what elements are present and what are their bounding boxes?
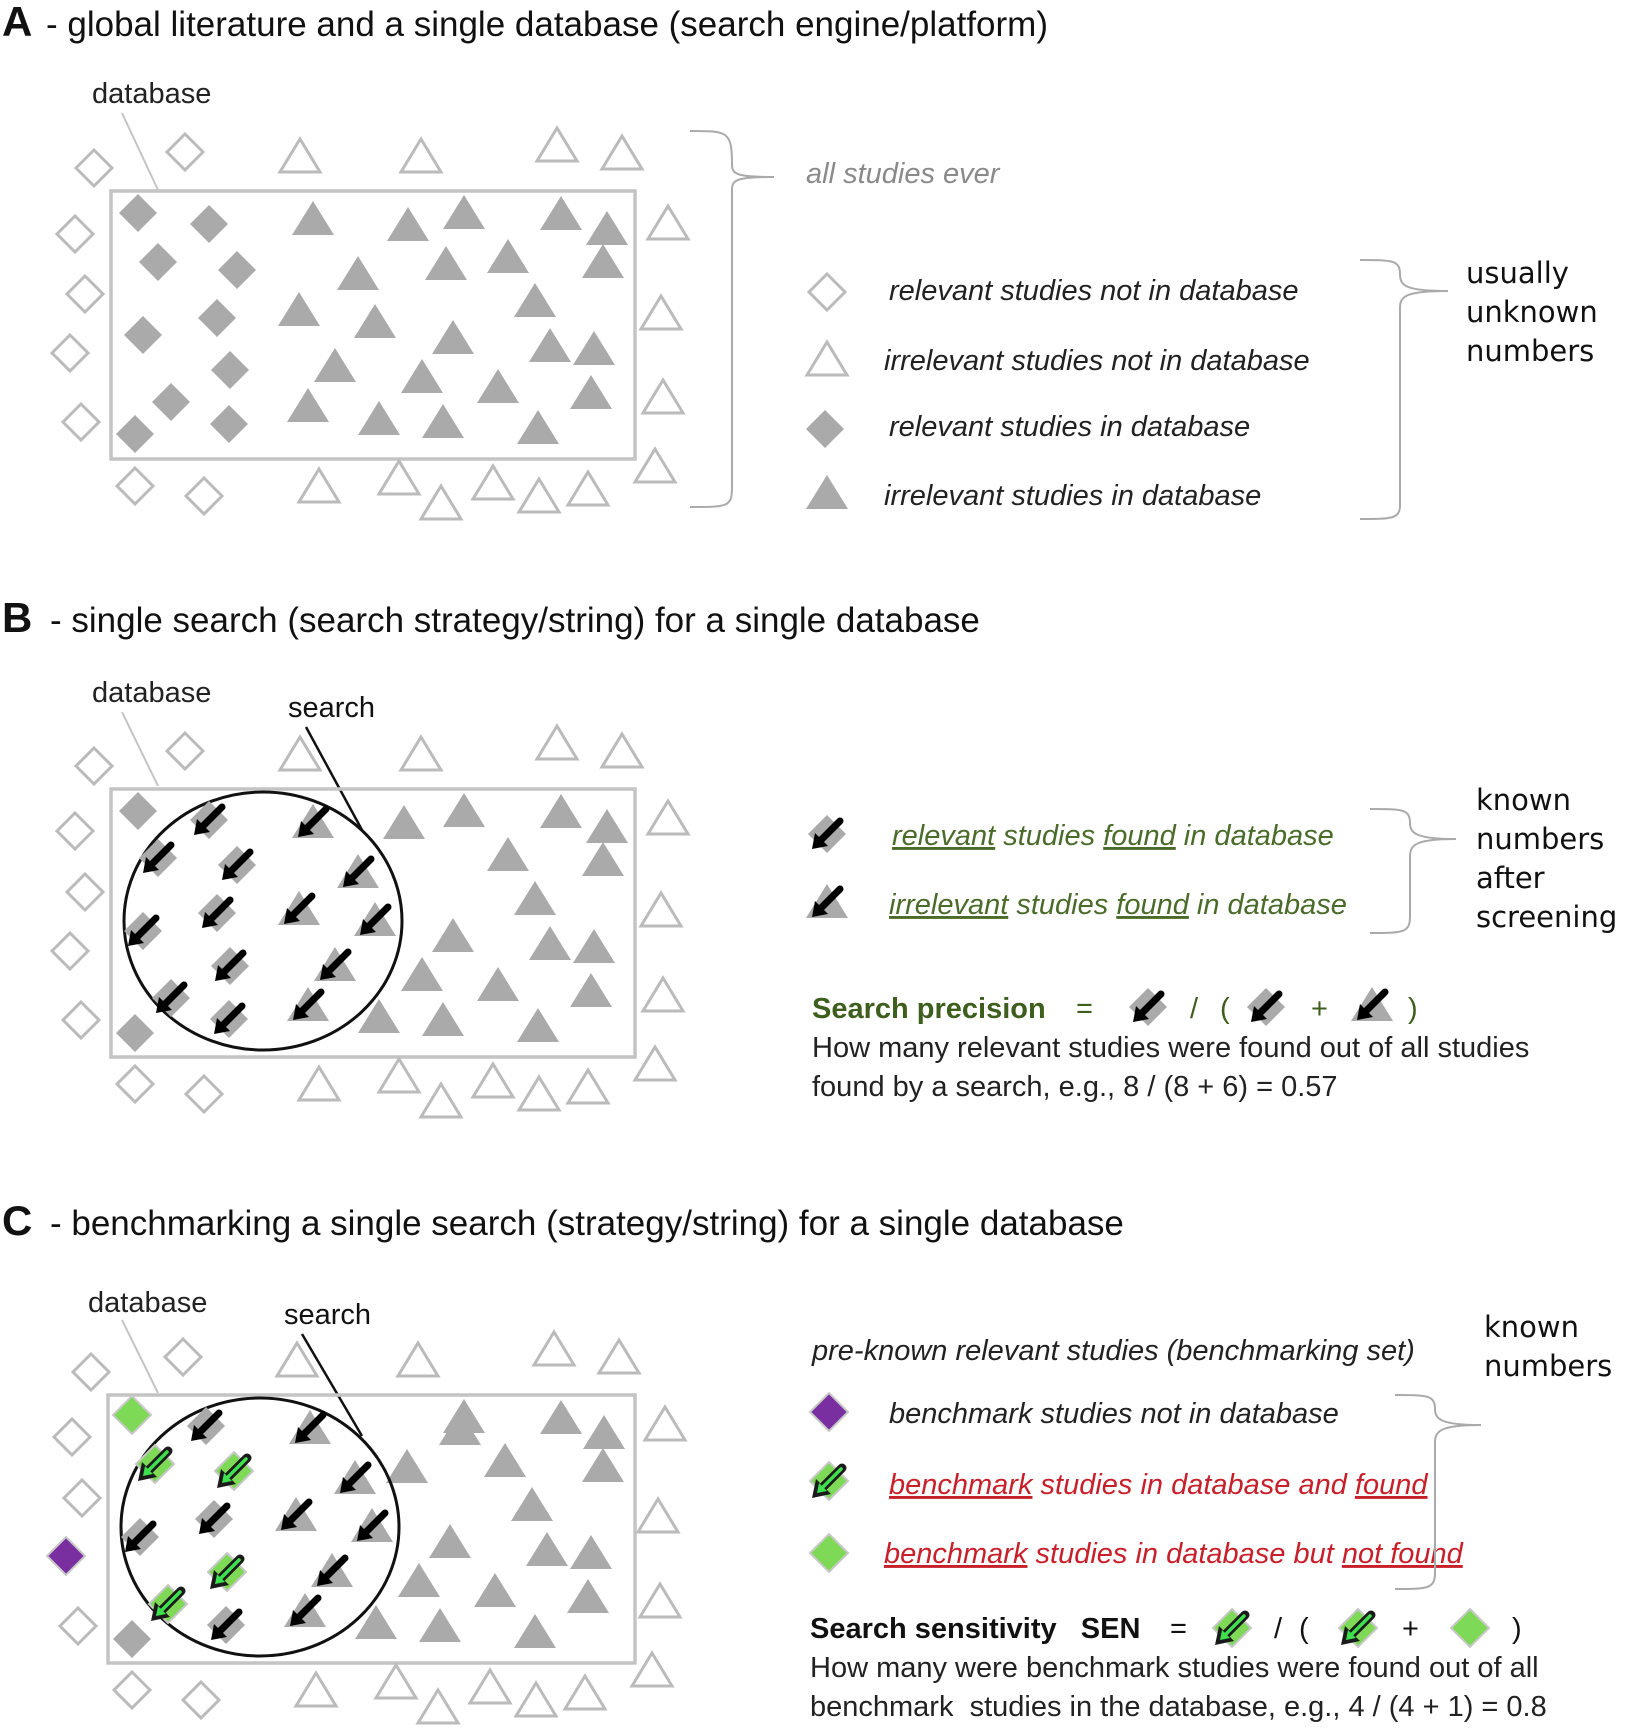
legend-benchmark-found-icon [810, 1462, 848, 1500]
panel-a-database-label: database [92, 78, 211, 110]
panel-c-legend: benchmark studies not in database benchm… [809, 1392, 1464, 1573]
panel-b-found-studies [124, 801, 396, 1038]
panel-b-formula-open-paren: ( [1220, 993, 1230, 1025]
panel-b-title: - single search (search strategy/string)… [50, 601, 980, 640]
legend-benchmark-not-found: benchmark studies in database but not fo… [884, 1538, 1464, 1570]
panel-c-known-bracket [1394, 1394, 1482, 1590]
panel-c-formula-divide: / [1274, 1613, 1283, 1645]
panel-b-known-bracket [1369, 808, 1457, 934]
panel-c-benchmark-not-in-db [46, 1536, 86, 1576]
panel-b-note-line-3: after [1476, 861, 1545, 895]
legend-relevant-in-db: relevant studies in database [889, 411, 1250, 443]
legend-benchmark-found: benchmark studies in database and found [889, 1469, 1428, 1501]
legend-irrelevant-in-db-icon [806, 475, 848, 509]
panel-a-database-pointer [121, 112, 159, 191]
panel-b-formula-plus: + [1311, 993, 1328, 1025]
legend-relevant-not-in-db: relevant studies not in database [889, 275, 1299, 307]
legend-relevant-not-in-db-icon [807, 272, 847, 312]
panel-c-search-pointer [300, 1333, 364, 1437]
legend-irrelevant-not-in-db: irrelevant studies not in database [884, 345, 1310, 377]
panel-a-letter: A [2, 0, 32, 45]
panel-b-note-line-2: numbers [1476, 822, 1604, 856]
panel-a: A - global literature and a single datab… [2, 0, 1598, 521]
panel-b-formula-close-paren: ) [1408, 993, 1418, 1025]
panel-c-database-box [106, 1393, 637, 1665]
legend-benchmark-not-found-icon [809, 1533, 849, 1573]
panel-b-search-pointer [304, 726, 364, 831]
panel-b-explanation-line-2: found by a search, e.g., 8 / (8 + 6) = 0… [812, 1071, 1338, 1103]
panel-b-formula-relevant-found-icon [1129, 988, 1167, 1026]
panel-c-explanation-line-1: How many were benchmark studies were fou… [810, 1652, 1539, 1684]
panel-c-formula-not-found-icon [1450, 1608, 1490, 1648]
panel-a-note-line-3: numbers [1466, 334, 1594, 368]
panel-c-formula-found-icon-2 [1339, 1609, 1377, 1647]
panel-a-database-box [109, 189, 637, 461]
legend-irrelevant-in-db: irrelevant studies in database [884, 480, 1261, 512]
panel-b-letter: B [2, 594, 32, 641]
panel-c-formula-open-paren: ( [1299, 1613, 1309, 1645]
panel-a-note-line-1: usually [1466, 256, 1569, 290]
panel-b-database-box [109, 787, 637, 1059]
panel-c-formula-equals: = [1170, 1613, 1187, 1645]
panel-c-formula-plus: + [1402, 1613, 1419, 1645]
panel-c-set-label: pre-known relevant studies (benchmarking… [811, 1335, 1415, 1367]
panel-b-search-label: search [288, 692, 375, 724]
panel-b: B - single search (search strategy/strin… [2, 594, 1617, 1119]
panel-b-formula-equals: = [1076, 993, 1093, 1025]
panel-c: C - benchmarking a single search (strate… [2, 1197, 1612, 1725]
panel-b-legend: relevant studies found in database irrel… [806, 815, 1347, 921]
panel-c-title: - benchmarking a single search (strategy… [50, 1204, 1124, 1243]
legend-relevant-in-db-icon [806, 410, 844, 448]
panel-c-database-label: database [88, 1287, 207, 1319]
panel-c-explanation-line-2: benchmark studies in the database, e.g.,… [810, 1691, 1547, 1723]
legend-relevant-found: relevant studies found in database [892, 820, 1334, 852]
legend-irrelevant-not-in-db-icon [805, 340, 849, 377]
panel-c-note-line-2: numbers [1484, 1349, 1612, 1383]
legend-irrelevant-found: irrelevant studies found in database [889, 889, 1347, 921]
panel-a-legend: relevant studies not in database irrelev… [805, 272, 1310, 512]
legend-benchmark-not-in-db-icon [809, 1392, 849, 1432]
panel-b-formula-irrelevant-found-icon [1351, 987, 1393, 1021]
panel-b-note-line-4: screening [1476, 900, 1617, 934]
panel-a-unknown-bracket [1359, 259, 1449, 520]
panel-b-database-pointer [121, 711, 159, 787]
panel-c-search-label: search [284, 1299, 371, 1331]
panel-c-database-pointer [121, 1319, 159, 1394]
panel-a-all-studies-bracket [689, 130, 775, 508]
legend-irrelevant-found-icon [806, 884, 848, 918]
panel-b-explanation-line-1: How many relevant studies were found out… [812, 1032, 1529, 1064]
panel-c-search-circle [119, 1396, 401, 1658]
panel-c-letter: C [2, 1197, 32, 1244]
panel-a-database-studies [116, 194, 628, 453]
panel-b-note-line-1: known [1476, 783, 1571, 817]
panel-b-database-label: database [92, 677, 211, 709]
legend-relevant-found-icon [808, 815, 846, 853]
panel-c-found-studies [121, 1407, 393, 1644]
panel-a-note-line-2: unknown [1466, 295, 1598, 329]
panel-b-formula-label: Search precision [812, 993, 1046, 1025]
panel-c-formula-found-icon [1213, 1609, 1251, 1647]
panel-c-formula-close-paren: ) [1512, 1613, 1522, 1645]
panel-b-formula-relevant-found-icon-2 [1247, 988, 1285, 1026]
panel-b-search-circle [122, 790, 404, 1052]
legend-benchmark-not-in-db: benchmark studies not in database [889, 1398, 1339, 1430]
panel-a-all-studies-label: all studies ever [806, 158, 1001, 190]
panel-c-formula-label: Search sensitivity SEN [810, 1613, 1140, 1645]
panel-c-note-line-1: known [1484, 1310, 1579, 1344]
panel-a-title: - global literature and a single databas… [46, 5, 1048, 44]
panel-b-formula-divide: / [1190, 993, 1199, 1025]
